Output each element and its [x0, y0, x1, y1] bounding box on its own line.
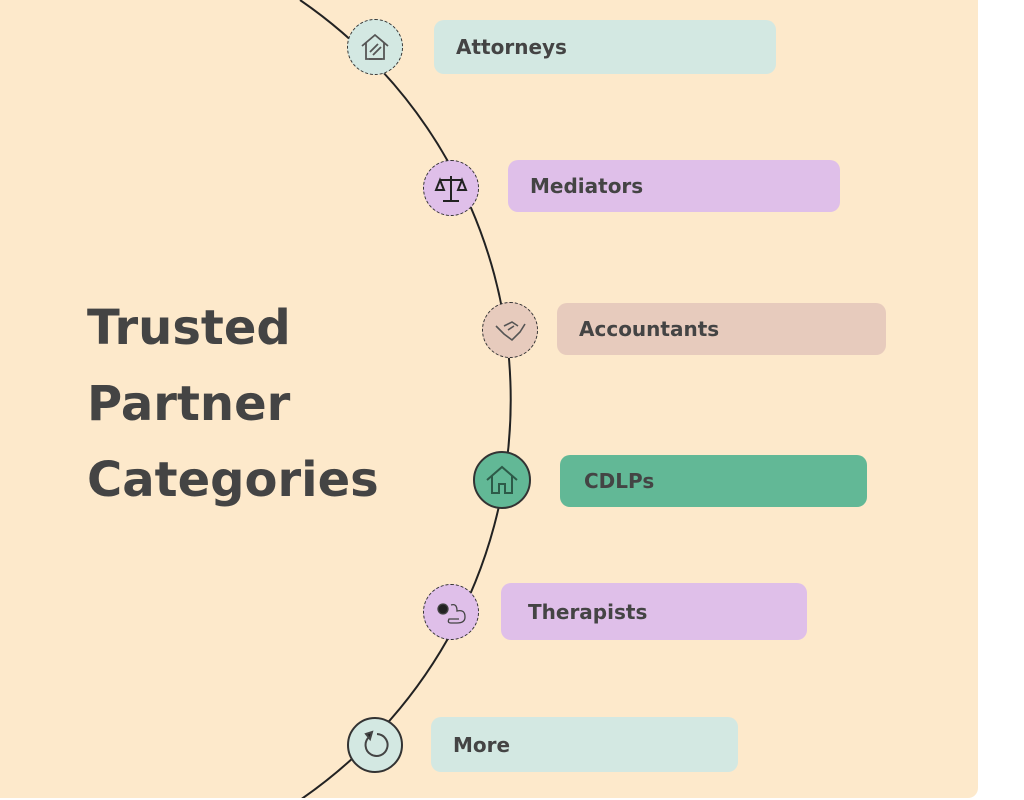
- timeline-arc: [299, 0, 512, 798]
- scales-icon[interactable]: [423, 160, 479, 216]
- house-icon[interactable]: [473, 451, 531, 509]
- title-line: Trusted: [87, 300, 291, 356]
- category-attorneys[interactable]: Attorneys: [434, 20, 776, 74]
- brain-icon[interactable]: [423, 584, 479, 640]
- category-mediators[interactable]: Mediators: [508, 160, 840, 212]
- title-line: Partner: [87, 376, 291, 432]
- category-accountants[interactable]: Accountants: [557, 303, 886, 355]
- category-cdlps[interactable]: CDLPs: [560, 455, 867, 507]
- category-label: More: [453, 732, 511, 757]
- category-label: Mediators: [530, 174, 644, 198]
- partner-categories-panel: Trusted Partner Categories Attorneys Med…: [0, 0, 978, 798]
- gavel-house-icon[interactable]: [347, 19, 403, 75]
- category-therapists[interactable]: Therapists: [501, 583, 807, 640]
- category-more[interactable]: More: [431, 717, 738, 772]
- category-label: Therapists: [528, 599, 648, 624]
- page-title: Trusted Partner Categories: [87, 290, 379, 518]
- handshake-icon[interactable]: [482, 302, 538, 358]
- category-label: CDLPs: [584, 469, 655, 493]
- category-label: Attorneys: [456, 35, 567, 59]
- refresh-icon[interactable]: [347, 717, 403, 773]
- category-label: Accountants: [579, 317, 720, 341]
- title-line: Categories: [87, 452, 379, 508]
